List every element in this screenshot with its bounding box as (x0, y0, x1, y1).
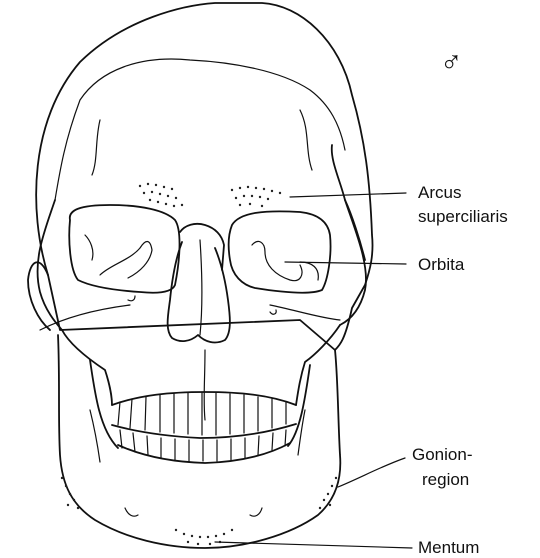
label-mentum: Mentum (418, 538, 479, 557)
left-temporal-line (28, 262, 50, 330)
forehead-crack (92, 110, 312, 175)
left-orbit-inner (85, 235, 152, 278)
label-arcus-line1: Arcus (418, 183, 461, 202)
nasal-bones (180, 224, 224, 270)
orbita-leader-line (285, 262, 406, 264)
lower-teeth (118, 430, 290, 463)
gonion-leader-line (338, 458, 405, 487)
cranium-outline (36, 3, 372, 350)
left-orbit (69, 205, 179, 293)
mandible-ramus-right (288, 365, 310, 446)
maxilla-right (296, 325, 340, 405)
mental-foramen-left (125, 508, 138, 516)
arcus-stipple-right (231, 186, 281, 207)
arcus-stipple-left (139, 183, 183, 207)
label-arcus-line2: superciliaris (418, 207, 508, 226)
label-gonion-line2: region (422, 470, 469, 489)
left-cheek-outline (38, 200, 62, 330)
right-orbit-inner (252, 241, 318, 280)
male-symbol: ♂ (440, 46, 463, 79)
right-zygomatic-suture (270, 305, 340, 320)
nasal-aperture (168, 242, 230, 342)
mental-foramen-right (250, 508, 262, 516)
label-orbita: Orbita (418, 255, 465, 274)
arcus-leader-line (290, 193, 406, 197)
right-orbit (229, 211, 331, 292)
maxilla-left (62, 330, 112, 405)
label-gonion-line1: Gonion- (412, 445, 472, 464)
